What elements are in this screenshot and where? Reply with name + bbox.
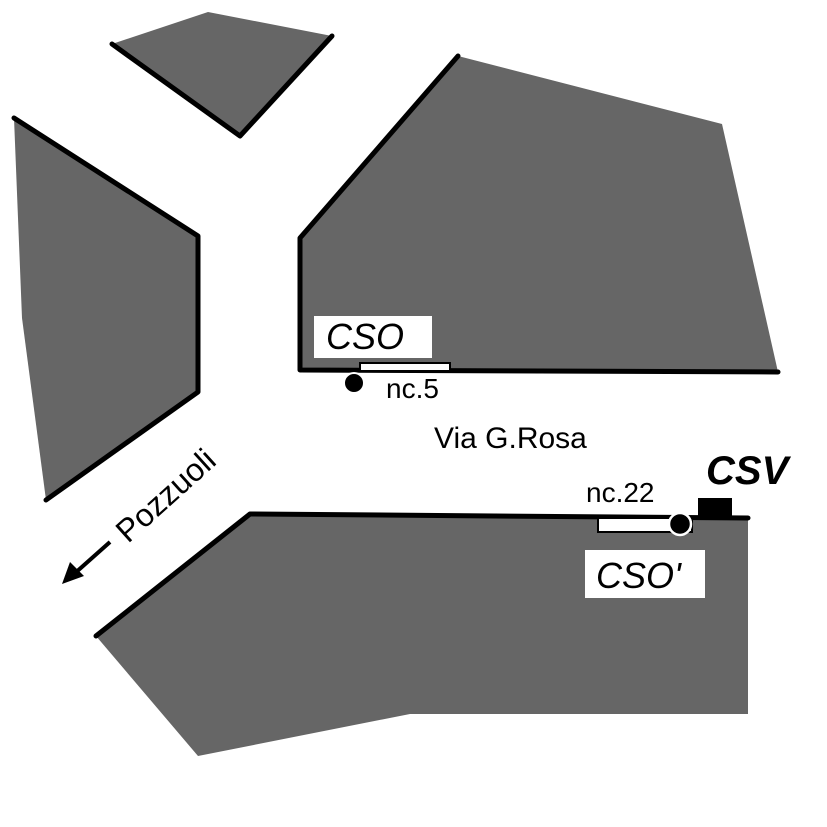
city-block-north-small	[109, 12, 335, 139]
cso-sensor-marker	[359, 362, 451, 372]
site-cso: CSO nc.5	[314, 316, 451, 404]
cso-label-box	[314, 316, 432, 358]
cso-prime-point-icon	[667, 511, 693, 537]
city-block-north-east	[297, 53, 781, 375]
arrow-left-down-icon	[62, 540, 112, 584]
csv-building-marker	[698, 498, 732, 518]
cso-prime-label-box	[585, 550, 705, 598]
city-block-west	[11, 115, 201, 503]
street-name-label: Via G.Rosa	[434, 422, 587, 455]
direction-label: Pozzuoli	[109, 442, 223, 550]
cso-point-icon	[343, 372, 365, 394]
csv-label: CSV	[706, 449, 792, 493]
site-cso-prime: nc.22 CSO'	[585, 477, 705, 598]
cso-label: CSO	[326, 316, 404, 357]
cso-prime-label: CSO'	[596, 555, 682, 596]
cso-house-number: nc.5	[386, 373, 439, 404]
cso-prime-house-number: nc.22	[586, 477, 655, 508]
site-csv: CSV	[698, 449, 792, 518]
